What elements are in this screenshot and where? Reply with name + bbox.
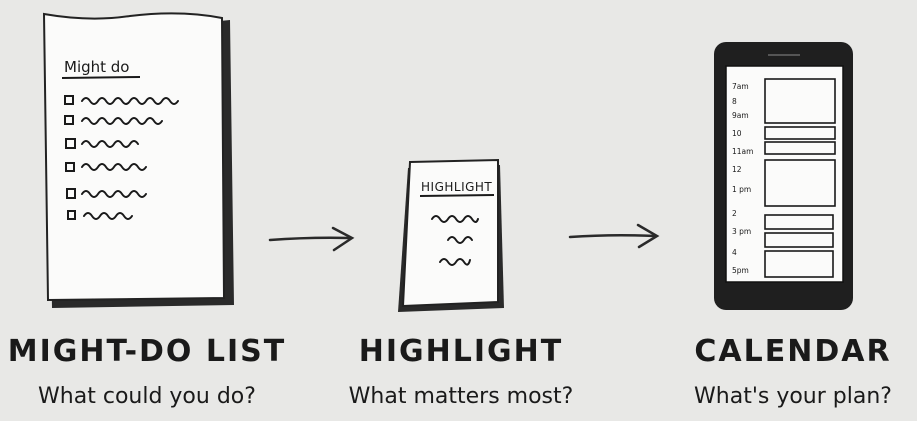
- calendar-event-block: [765, 142, 835, 154]
- highlight-note-heading-underline: [420, 195, 494, 196]
- might-do-heading: Might do: [64, 58, 130, 76]
- arrow-icon: [270, 228, 352, 250]
- calendar-time-label: 10: [732, 129, 742, 138]
- calendar-time-label: 3 pm: [732, 227, 751, 236]
- calendar-time-label: 1 pm: [732, 185, 751, 194]
- calendar-title: CALENDAR: [643, 334, 917, 369]
- arrow-icon: [570, 225, 657, 247]
- might-do-heading-underline: [62, 77, 140, 78]
- calendar-time-label: 5pm: [732, 266, 749, 275]
- highlight-note: HIGHLIGHT: [398, 160, 504, 312]
- calendar-time-label: 2: [732, 209, 737, 218]
- calendar-subtitle: What's your plan?: [643, 384, 917, 409]
- calendar-time-label: 8: [732, 97, 737, 106]
- calendar-event-block: [765, 233, 833, 247]
- calendar-time-label: 11am: [732, 147, 753, 156]
- calendar-event-block: [765, 127, 835, 139]
- calendar-event-block: [765, 160, 835, 206]
- calendar-blocks: [765, 79, 835, 277]
- highlight-title: HIGHLIGHT: [311, 334, 611, 369]
- highlight-note-heading: HIGHLIGHT: [421, 180, 492, 194]
- calendar-time-label: 9am: [732, 111, 749, 120]
- calendar-time-label: 7am: [732, 82, 749, 91]
- might-do-list-subtitle: What could you do?: [0, 384, 297, 409]
- calendar-time-label: 4: [732, 248, 737, 257]
- might-do-paper-sheet: [44, 13, 224, 300]
- might-do-list-title: MIGHT-DO LIST: [0, 334, 297, 369]
- calendar-time-label: 12: [732, 165, 742, 174]
- calendar-event-block: [765, 251, 833, 277]
- highlight-subtitle: What matters most?: [311, 384, 611, 409]
- calendar-event-block: [765, 215, 833, 229]
- might-do-paper: Might do: [44, 13, 234, 308]
- phone-calendar: 7am 8 9am 10 11am 12 1 pm 2 3 pm 4 5pm: [714, 42, 853, 310]
- calendar-event-block: [765, 79, 835, 123]
